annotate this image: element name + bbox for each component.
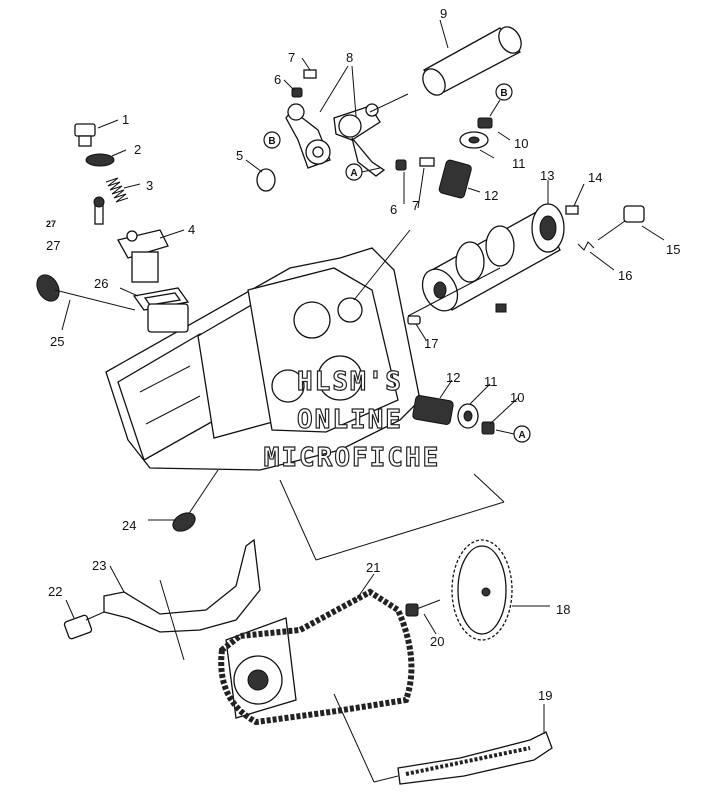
marker-b-left: B	[263, 131, 281, 149]
callout-9: 9	[440, 6, 447, 21]
part-27-bolt	[93, 196, 105, 225]
callout-14: 14	[588, 170, 602, 185]
part-11-retainer-upper	[459, 131, 489, 149]
part-18-cam-sprocket	[451, 539, 513, 641]
callout-16: 16	[618, 268, 632, 283]
callout-3: 3	[146, 178, 153, 193]
callout-25: 25	[50, 334, 64, 349]
part-20-sprocket-bolt	[405, 599, 441, 617]
svg-text:B: B	[500, 88, 507, 99]
callout-labels: 1 2 3 27 27 4 26 25 5 6 7 8 9 10 11 12 6…	[46, 6, 680, 703]
part-11-retainer-lower	[457, 403, 479, 429]
callout-12-upper: 12	[484, 188, 498, 203]
callout-5: 5	[236, 148, 243, 163]
leader-lines	[61, 19, 665, 783]
callout-7-lower: 7	[412, 198, 419, 213]
part-4-tensioner	[117, 229, 169, 283]
callout-2: 2	[134, 142, 141, 157]
part-19-tensioner-guide	[397, 731, 553, 785]
part-14-pin	[565, 205, 579, 215]
part-24-exhaust-valve	[172, 469, 219, 532]
marker-b-right: B	[489, 83, 513, 117]
part-1-cap-bolt	[74, 123, 96, 147]
callout-11-lower: 11	[484, 374, 498, 389]
marker-a-lower: A	[495, 425, 531, 443]
part-2-washer	[85, 153, 115, 167]
callout-6-lower: 6	[390, 202, 397, 217]
part-15-decompression-lever	[597, 205, 645, 241]
svg-text:A: A	[518, 430, 525, 441]
cylinder-head	[105, 247, 421, 471]
part-12-valve-spring-upper	[438, 159, 472, 199]
part-26-gasket	[132, 287, 190, 311]
callout-27-small: 27	[46, 219, 56, 229]
part-23-chain-guide	[103, 538, 261, 633]
callout-23: 23	[92, 558, 106, 573]
part-22-bolt	[63, 611, 105, 640]
part-13-camshaft	[421, 203, 565, 312]
callout-26: 26	[94, 276, 108, 291]
callout-10-lower: 10	[510, 390, 524, 405]
callout-15: 15	[666, 242, 680, 257]
part-5-washer	[256, 168, 276, 192]
callout-17: 17	[424, 336, 438, 351]
crank-sprocket-assembly	[225, 617, 297, 719]
callout-6-upper: 6	[274, 72, 281, 87]
part-8-rocker-arm-right	[333, 103, 386, 177]
part-6-nut	[291, 87, 407, 171]
callout-22: 22	[48, 584, 62, 599]
callout-24: 24	[122, 518, 136, 533]
callout-12-lower: 12	[446, 370, 460, 385]
part-16-spring-clip	[577, 241, 595, 251]
callout-1: 1	[122, 112, 129, 127]
callout-10-upper: 10	[514, 136, 528, 151]
svg-text:ONLINE: ONLINE	[297, 405, 403, 435]
callout-19: 19	[538, 688, 552, 703]
part-9-rocker-shaft	[422, 26, 522, 96]
callout-8: 8	[346, 50, 353, 65]
callout-21: 21	[366, 560, 380, 575]
callout-20: 20	[430, 634, 444, 649]
callout-7-upper: 7	[288, 50, 295, 65]
callout-18: 18	[556, 602, 570, 617]
part-25-intake-valve	[36, 274, 136, 311]
callout-27: 27	[46, 238, 60, 253]
marker-a-upper: A	[345, 163, 381, 181]
svg-text:A: A	[350, 168, 357, 179]
part-17-dowel	[407, 303, 507, 325]
callout-4: 4	[188, 222, 195, 237]
part-8-rocker-arm-left	[285, 103, 331, 169]
part-10-keeper-lower	[481, 421, 495, 435]
watermark: HLSM'S ONLINE MICROFICHE	[263, 366, 441, 473]
svg-text:HLSM'S: HLSM'S	[297, 367, 403, 397]
callout-11-upper: 11	[512, 156, 526, 171]
part-21-timing-chain	[218, 588, 415, 726]
part-3-spring	[105, 177, 129, 203]
svg-text:B: B	[268, 136, 275, 147]
part-12-valve-spring-lower	[412, 395, 454, 425]
callout-13: 13	[540, 168, 554, 183]
svg-text:MICROFICHE: MICROFICHE	[264, 443, 441, 473]
part-10-keeper-upper	[477, 117, 493, 129]
